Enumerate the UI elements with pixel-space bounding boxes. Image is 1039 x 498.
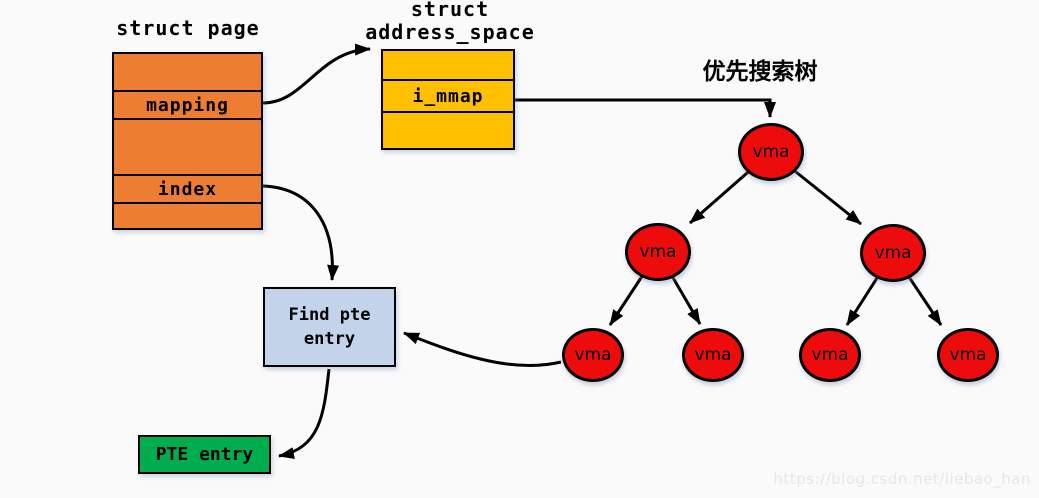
- vma-node-label: vma: [874, 243, 912, 263]
- index-field-label: index: [157, 178, 218, 200]
- immap-field-label: i_mmap: [412, 85, 484, 107]
- struct-page-row-mapping: mapping: [114, 92, 261, 120]
- pte-entry-box: PTE entry: [138, 435, 271, 474]
- address-space-title-line1: struct: [410, 0, 490, 21]
- vma-node-label: vma: [639, 242, 677, 262]
- address-space-row: [383, 113, 513, 148]
- edge-index-to-find-pte: [262, 184, 340, 281]
- vma-node-label: vma: [752, 142, 790, 162]
- priority-search-tree-title: 优先搜索树: [702, 59, 818, 85]
- edge-leaf-to-find-pte: [403, 331, 562, 367]
- address-space-title: struct address_space: [363, 0, 537, 44]
- struct-page-row: [114, 54, 261, 92]
- struct-page-row-index: index: [114, 176, 261, 204]
- find-pte-entry-label-line1: Find pte: [288, 305, 371, 325]
- vma-node-label: vma: [949, 345, 987, 365]
- find-pte-entry-box: Find pte entry: [263, 287, 396, 367]
- pte-entry-label: PTE entry: [155, 444, 254, 465]
- vma-node-left-child: vma: [625, 223, 691, 281]
- struct-page-title: struct page: [116, 16, 260, 40]
- vma-node-leaf-4: vma: [937, 328, 999, 382]
- edge-find-pte-to-pte-entry: [278, 368, 331, 460]
- address-space-title-line2: address_space: [365, 20, 535, 44]
- address-space-row-immap: i_mmap: [383, 81, 513, 113]
- watermark-text: https://blog.csdn.net/liebao_han: [773, 470, 1031, 488]
- find-pte-entry-label-line2: entry: [303, 329, 356, 349]
- vma-node-label: vma: [574, 345, 612, 365]
- vma-node-leaf-1: vma: [562, 328, 624, 382]
- vma-node-leaf-2: vma: [682, 328, 744, 382]
- struct-page-box: mapping index: [112, 52, 263, 230]
- vma-node-label: vma: [811, 345, 849, 365]
- mapping-field-label: mapping: [146, 94, 229, 116]
- struct-page-row: [114, 120, 261, 176]
- vma-node-root: vma: [738, 123, 804, 181]
- vma-node-leaf-3: vma: [799, 328, 861, 382]
- struct-page-row: [114, 204, 261, 228]
- vma-node-label: vma: [694, 345, 732, 365]
- address-space-row: [383, 51, 513, 81]
- vma-node-right-child: vma: [860, 224, 926, 282]
- edge-immap-to-tree-root: [515, 98, 776, 118]
- address-space-box: i_mmap: [381, 49, 515, 150]
- edge-mapping-to-address-space: [262, 43, 371, 105]
